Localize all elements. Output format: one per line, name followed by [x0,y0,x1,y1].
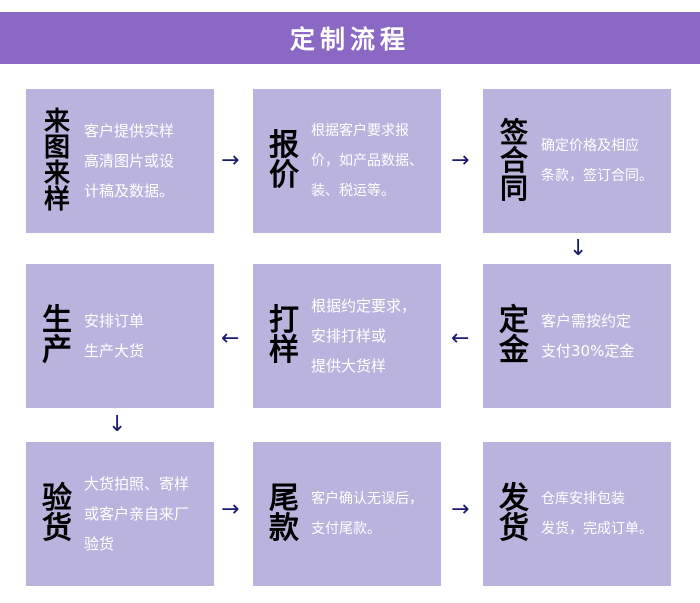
step-card-5: 打 样 根据约定要求， 安排打样或 提供大货样 [253,264,441,408]
step-title: 生 产 [42,303,72,368]
step-description: 确定价格及相应 条款，签订合同。 [541,138,653,184]
arrow-left-icon: ← [221,326,240,351]
page-title: 定制流程 [289,25,410,54]
step-description: 仓库安排包装 发货，完成订单。 [541,491,653,537]
arrow-right-icon: → [451,497,470,522]
step-card-3: 签 合 同 确定价格及相应 条款，签订合同。 [483,89,671,233]
step-title: 发 货 [499,481,529,546]
step-title: 验 货 [42,481,72,546]
step-description: 安排订单 生产大货 [84,312,145,360]
step-card-6: 定 金 客户需按约定 支付30%定金 [483,264,671,408]
step-title: 定 金 [499,303,529,368]
step-title: 来 图 来 样 [43,107,70,215]
step-card-2: 报 价 根据客户要求报 价，如产品数据、 装、税运等。 [253,89,441,233]
step-card-1: 来 图 来 样 客户提供实样 高清图片或设 计稿及数据。 [26,89,214,233]
step-description: 客户提供实样 高清图片或设 计稿及数据。 [84,122,175,200]
step-card-4: 生 产 安排订单 生产大货 [26,264,214,408]
step-description: 根据客户要求报 价，如产品数据、 装、税运等。 [311,123,423,199]
step-card-7: 验 货 大货拍照、寄样 或客户亲自来厂 验货 [26,442,214,586]
step-description: 根据约定要求， 安排打样或 提供大货样 [311,297,417,375]
step-title: 报 价 [269,128,299,193]
header-banner: 定制流程 [0,12,700,64]
step-description: 大货拍照、寄样 或客户亲自来厂 验货 [84,475,190,553]
arrow-down-icon: ↓ [569,236,588,261]
arrow-down-icon: ↓ [108,412,127,437]
step-description: 客户确认无误后， 支付尾款。 [311,491,423,537]
arrow-left-icon: ← [451,326,470,351]
step-description: 客户需按约定 支付30%定金 [541,312,635,360]
step-card-9: 发 货 仓库安排包装 发货，完成订单。 [483,442,671,586]
arrow-right-icon: → [221,148,240,173]
arrow-right-icon: → [451,148,470,173]
arrow-right-icon: → [221,497,240,522]
step-title: 签 合 同 [499,116,528,205]
step-title: 打 样 [269,303,299,368]
step-title: 尾 款 [269,481,299,546]
step-card-8: 尾 款 客户确认无误后， 支付尾款。 [253,442,441,586]
